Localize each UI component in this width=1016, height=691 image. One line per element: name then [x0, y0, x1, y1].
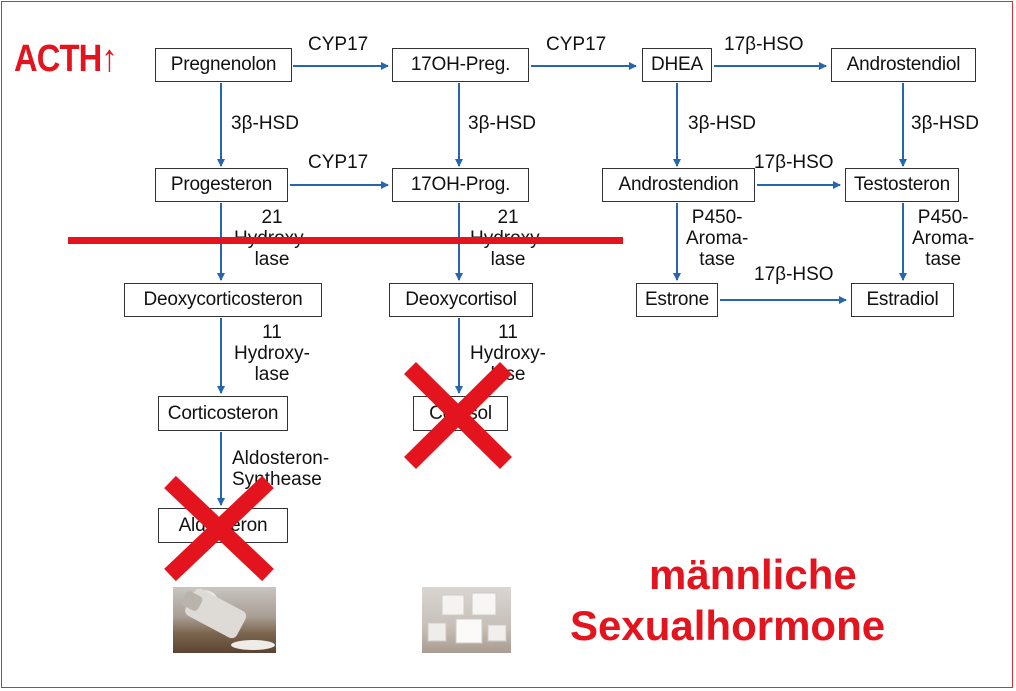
- label-cyp17-top-left: CYP17: [308, 34, 369, 55]
- acth-label: ACTH↑: [14, 38, 118, 80]
- node-estradiol: Estradiol: [851, 283, 954, 317]
- label-3b-hsd-1: 3β-HSD: [231, 113, 299, 134]
- node-deoxycortisol: Deoxycortisol: [389, 283, 533, 317]
- node-progesteron: Progesteron: [155, 168, 288, 202]
- label-17b-hso-middle: 17β-HSO: [754, 152, 834, 173]
- node-estrone: Estrone: [636, 283, 718, 317]
- label-17b-hso-bottom: 17β-HSO: [754, 264, 834, 285]
- label-3b-hsd-2: 3β-HSD: [468, 113, 536, 134]
- heading-line2: Sexualhormone: [570, 602, 886, 649]
- node-17oh-prog: 17OH-Prog.: [392, 168, 529, 202]
- label-17b-hso-top: 17β-HSO: [724, 34, 804, 55]
- node-androstendion: Androstendion: [602, 168, 755, 202]
- label-cyp17-middle: CYP17: [308, 152, 369, 173]
- sugar-cubes-image: [422, 587, 511, 653]
- node-pregnenolon: Pregnenolon: [155, 48, 292, 82]
- label-3b-hsd-3: 3β-HSD: [688, 113, 756, 134]
- label-cyp17-top-right: CYP17: [546, 34, 607, 55]
- label-11-hydroxylase-left: 11 Hydroxy- lase: [234, 322, 311, 385]
- red-block-line: [68, 237, 623, 244]
- label-aromatase-right: P450- Aroma- tase: [912, 207, 975, 270]
- node-17oh-preg: 17OH-Preg.: [392, 48, 529, 82]
- heading-line1: männliche: [649, 551, 857, 598]
- node-testosteron: Testosteron: [845, 168, 959, 202]
- red-x-cortisol: [404, 361, 512, 470]
- salt-shaker-image: [173, 587, 276, 653]
- node-dhea: DHEA: [642, 48, 712, 82]
- node-androstendiol: Androstendiol: [831, 48, 976, 82]
- node-corticosteron: Corticosteron: [158, 396, 288, 431]
- red-x-aldosteron: [164, 475, 274, 582]
- label-aromatase-left: P450- Aroma- tase: [686, 207, 749, 270]
- label-3b-hsd-4: 3β-HSD: [911, 113, 979, 134]
- node-deoxycorticosteron: Deoxycorticosteron: [124, 283, 322, 317]
